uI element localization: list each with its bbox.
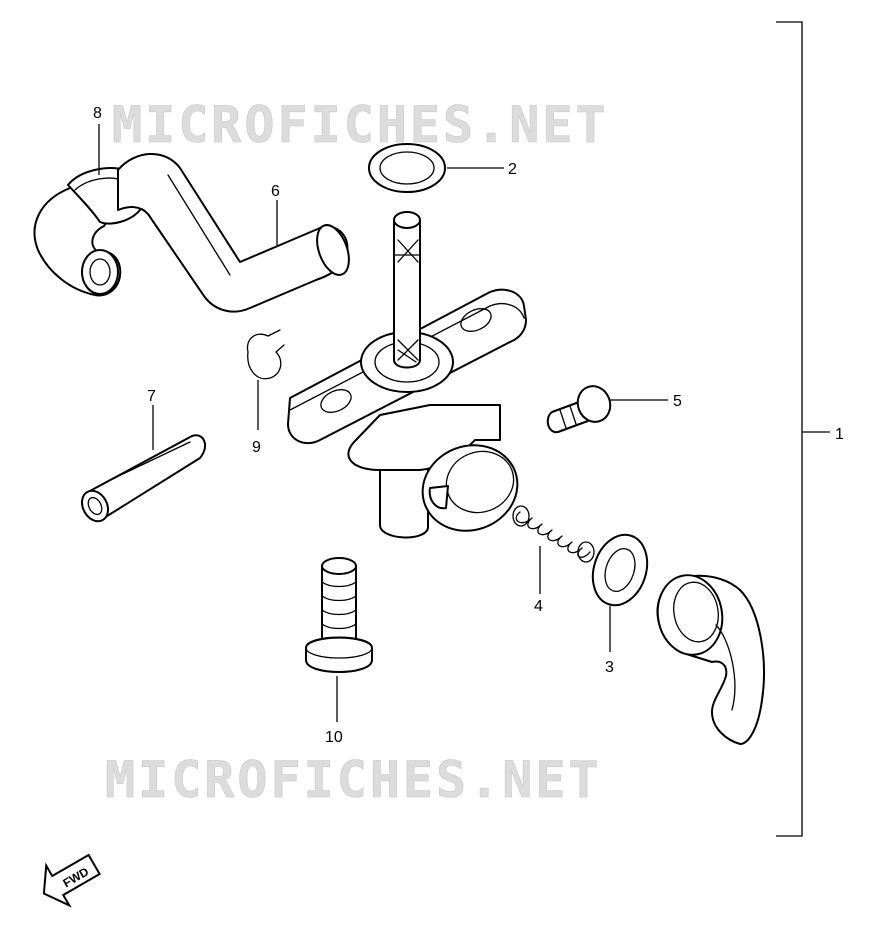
clip-part-9 <box>246 329 285 380</box>
watermark-bottom: MICROFICHES.NET <box>105 751 602 809</box>
callout-1: 1 <box>835 426 844 443</box>
fuel-strainer <box>393 211 421 369</box>
screw-part-10 <box>305 557 373 673</box>
callout-8: 8 <box>93 105 102 122</box>
callout-5: 5 <box>673 393 682 410</box>
callout-4: 4 <box>534 598 543 615</box>
forward-arrow-icon: FWD <box>42 853 101 908</box>
callout-2: 2 <box>508 161 517 178</box>
callout-6: 6 <box>271 183 280 200</box>
callout-7: 7 <box>147 388 156 405</box>
o-ring-part-2 <box>368 143 446 193</box>
leader-lines <box>98 124 668 722</box>
callout-9: 9 <box>252 439 261 456</box>
pipe-part-7 <box>81 434 207 523</box>
long-hose-part-6 <box>117 153 350 313</box>
callout-3: 3 <box>605 659 614 676</box>
spring-part-4 <box>512 505 595 563</box>
screw-part-5 <box>546 385 612 434</box>
assembly-bracket <box>776 21 830 837</box>
watermark-top: MICROFICHES.NET <box>112 96 609 154</box>
callout-10: 10 <box>325 729 343 746</box>
fuel-cock-lever <box>656 574 765 745</box>
washer-part-3 <box>591 533 649 607</box>
